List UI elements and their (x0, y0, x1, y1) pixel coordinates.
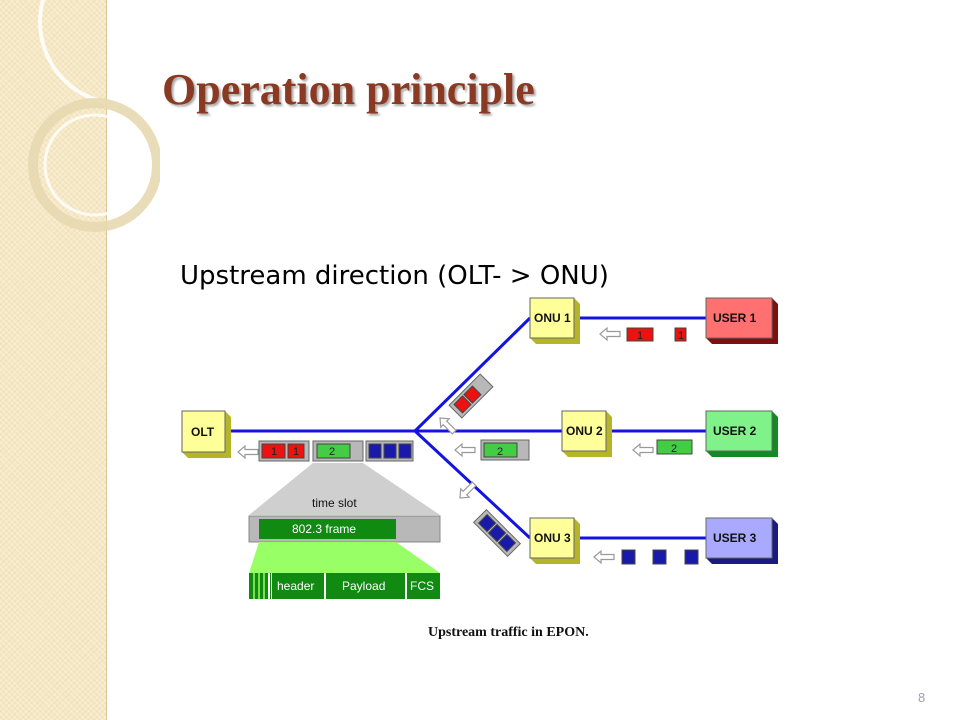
packet-blue (652, 549, 667, 565)
diagram-heading: Upstream direction (OLT- > ONU) (180, 261, 609, 291)
packet-blue (487, 523, 507, 543)
onu-label: ONU 1 (534, 311, 571, 325)
fiber-branch-onu1 (413, 316, 532, 433)
decorative-ring (43, 113, 147, 217)
packet-blue (684, 549, 699, 565)
figure-caption: Upstream traffic in EPON. (428, 625, 589, 640)
header-field-label: header (277, 579, 314, 593)
onu-node-1: ONU 1 (529, 297, 580, 344)
preamble-field (249, 573, 271, 599)
onu-label: ONU 2 (566, 424, 603, 438)
packet-label: 1 (271, 446, 277, 458)
user-label: USER 3 (713, 531, 757, 545)
slide-title: Operation principle (162, 65, 535, 114)
packet-blue (497, 533, 517, 553)
payload-field (326, 573, 405, 599)
packet-label: 1 (678, 330, 684, 342)
packet-label: 2 (671, 443, 677, 455)
packet-green (483, 442, 518, 458)
packet-red (261, 443, 286, 459)
down-left-arrow-icon (455, 479, 479, 503)
packet-green (316, 443, 351, 459)
onu-label: ONU 3 (534, 531, 571, 545)
olt-node: OLT (181, 410, 231, 458)
frame-fields: header Payload FCS (249, 573, 440, 599)
decorative-rings (28, 0, 160, 232)
packet-blue (621, 549, 636, 565)
user-node-2: USER 2 (705, 410, 778, 457)
page-number: 8 (918, 690, 926, 705)
left-arrow-icon (454, 443, 476, 457)
user-node-1: USER 1 (705, 297, 778, 344)
packet-red (287, 443, 305, 459)
user-label: USER 1 (713, 311, 757, 325)
packet-label: 1 (293, 446, 299, 458)
packet-red (453, 395, 472, 414)
trunk-packets: 1 1 2 (258, 440, 414, 462)
fcs-field (407, 573, 440, 599)
time-slot-zoom (249, 463, 440, 515)
packet-red (674, 327, 687, 342)
packet-red (626, 327, 654, 342)
left-arrow-icon (632, 443, 654, 457)
packet-blue (398, 443, 412, 459)
packet-blue (368, 443, 382, 459)
onu-node-2: ONU 2 (561, 410, 612, 457)
onu-node-3: ONU 3 (529, 517, 580, 564)
left-arrow-icon (593, 550, 615, 564)
frame-zoom (249, 542, 440, 573)
diagonal-packets-blue (472, 508, 522, 558)
packet-label: 1 (637, 330, 643, 342)
up-left-arrow-icon (435, 413, 459, 437)
packet-label: 2 (329, 446, 335, 458)
olt-label: OLT (191, 425, 215, 439)
left-arrow-icon (237, 445, 259, 459)
fcs-field-label: FCS (410, 579, 434, 593)
packet-label: 2 (497, 446, 503, 458)
packet-red (463, 385, 482, 404)
packet-blue (477, 513, 497, 533)
header-field (272, 573, 324, 599)
diagonal-packets-red (448, 373, 494, 419)
left-arrow-icon (599, 327, 621, 341)
frame-bar (259, 519, 396, 539)
packet-blue (383, 443, 397, 459)
user-label: USER 2 (713, 424, 757, 438)
frame-label: 802.3 frame (292, 522, 356, 536)
decorative-ring (28, 98, 160, 232)
packet-green (656, 439, 693, 455)
time-slot-label: time slot (312, 496, 357, 510)
user-node-3: USER 3 (705, 517, 778, 564)
payload-field-label: Payload (342, 579, 385, 593)
